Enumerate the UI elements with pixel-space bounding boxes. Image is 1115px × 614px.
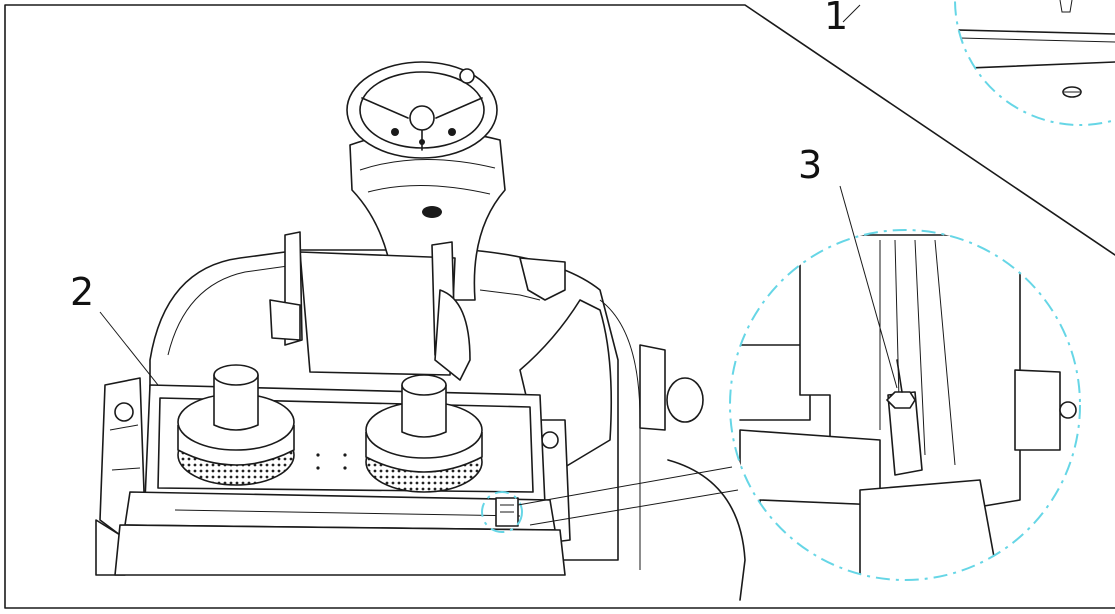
callout-2: 2 <box>70 270 95 314</box>
brush-knurl-icon <box>177 364 295 486</box>
detail-circle-3 <box>729 229 1081 581</box>
detail-source-circle <box>481 491 523 533</box>
side-brush-arc <box>667 459 746 601</box>
steering-wheel-icon <box>346 61 498 159</box>
drawing-frame <box>4 4 1115 609</box>
bolt-icon <box>495 497 519 527</box>
callout-3-leader <box>839 185 898 389</box>
seat-back <box>269 231 566 381</box>
callout-3: 3 <box>798 143 823 187</box>
callout-1: 1 <box>824 0 849 38</box>
detail-view-1 <box>955 0 1115 125</box>
detail-circle-1 <box>954 0 1115 126</box>
brush-knurl-icon <box>365 374 483 493</box>
callout-2-leader <box>99 311 159 386</box>
detail-view-3 <box>730 230 1080 580</box>
callout-1-leader <box>842 4 861 23</box>
detail-leader-lines <box>517 466 739 526</box>
